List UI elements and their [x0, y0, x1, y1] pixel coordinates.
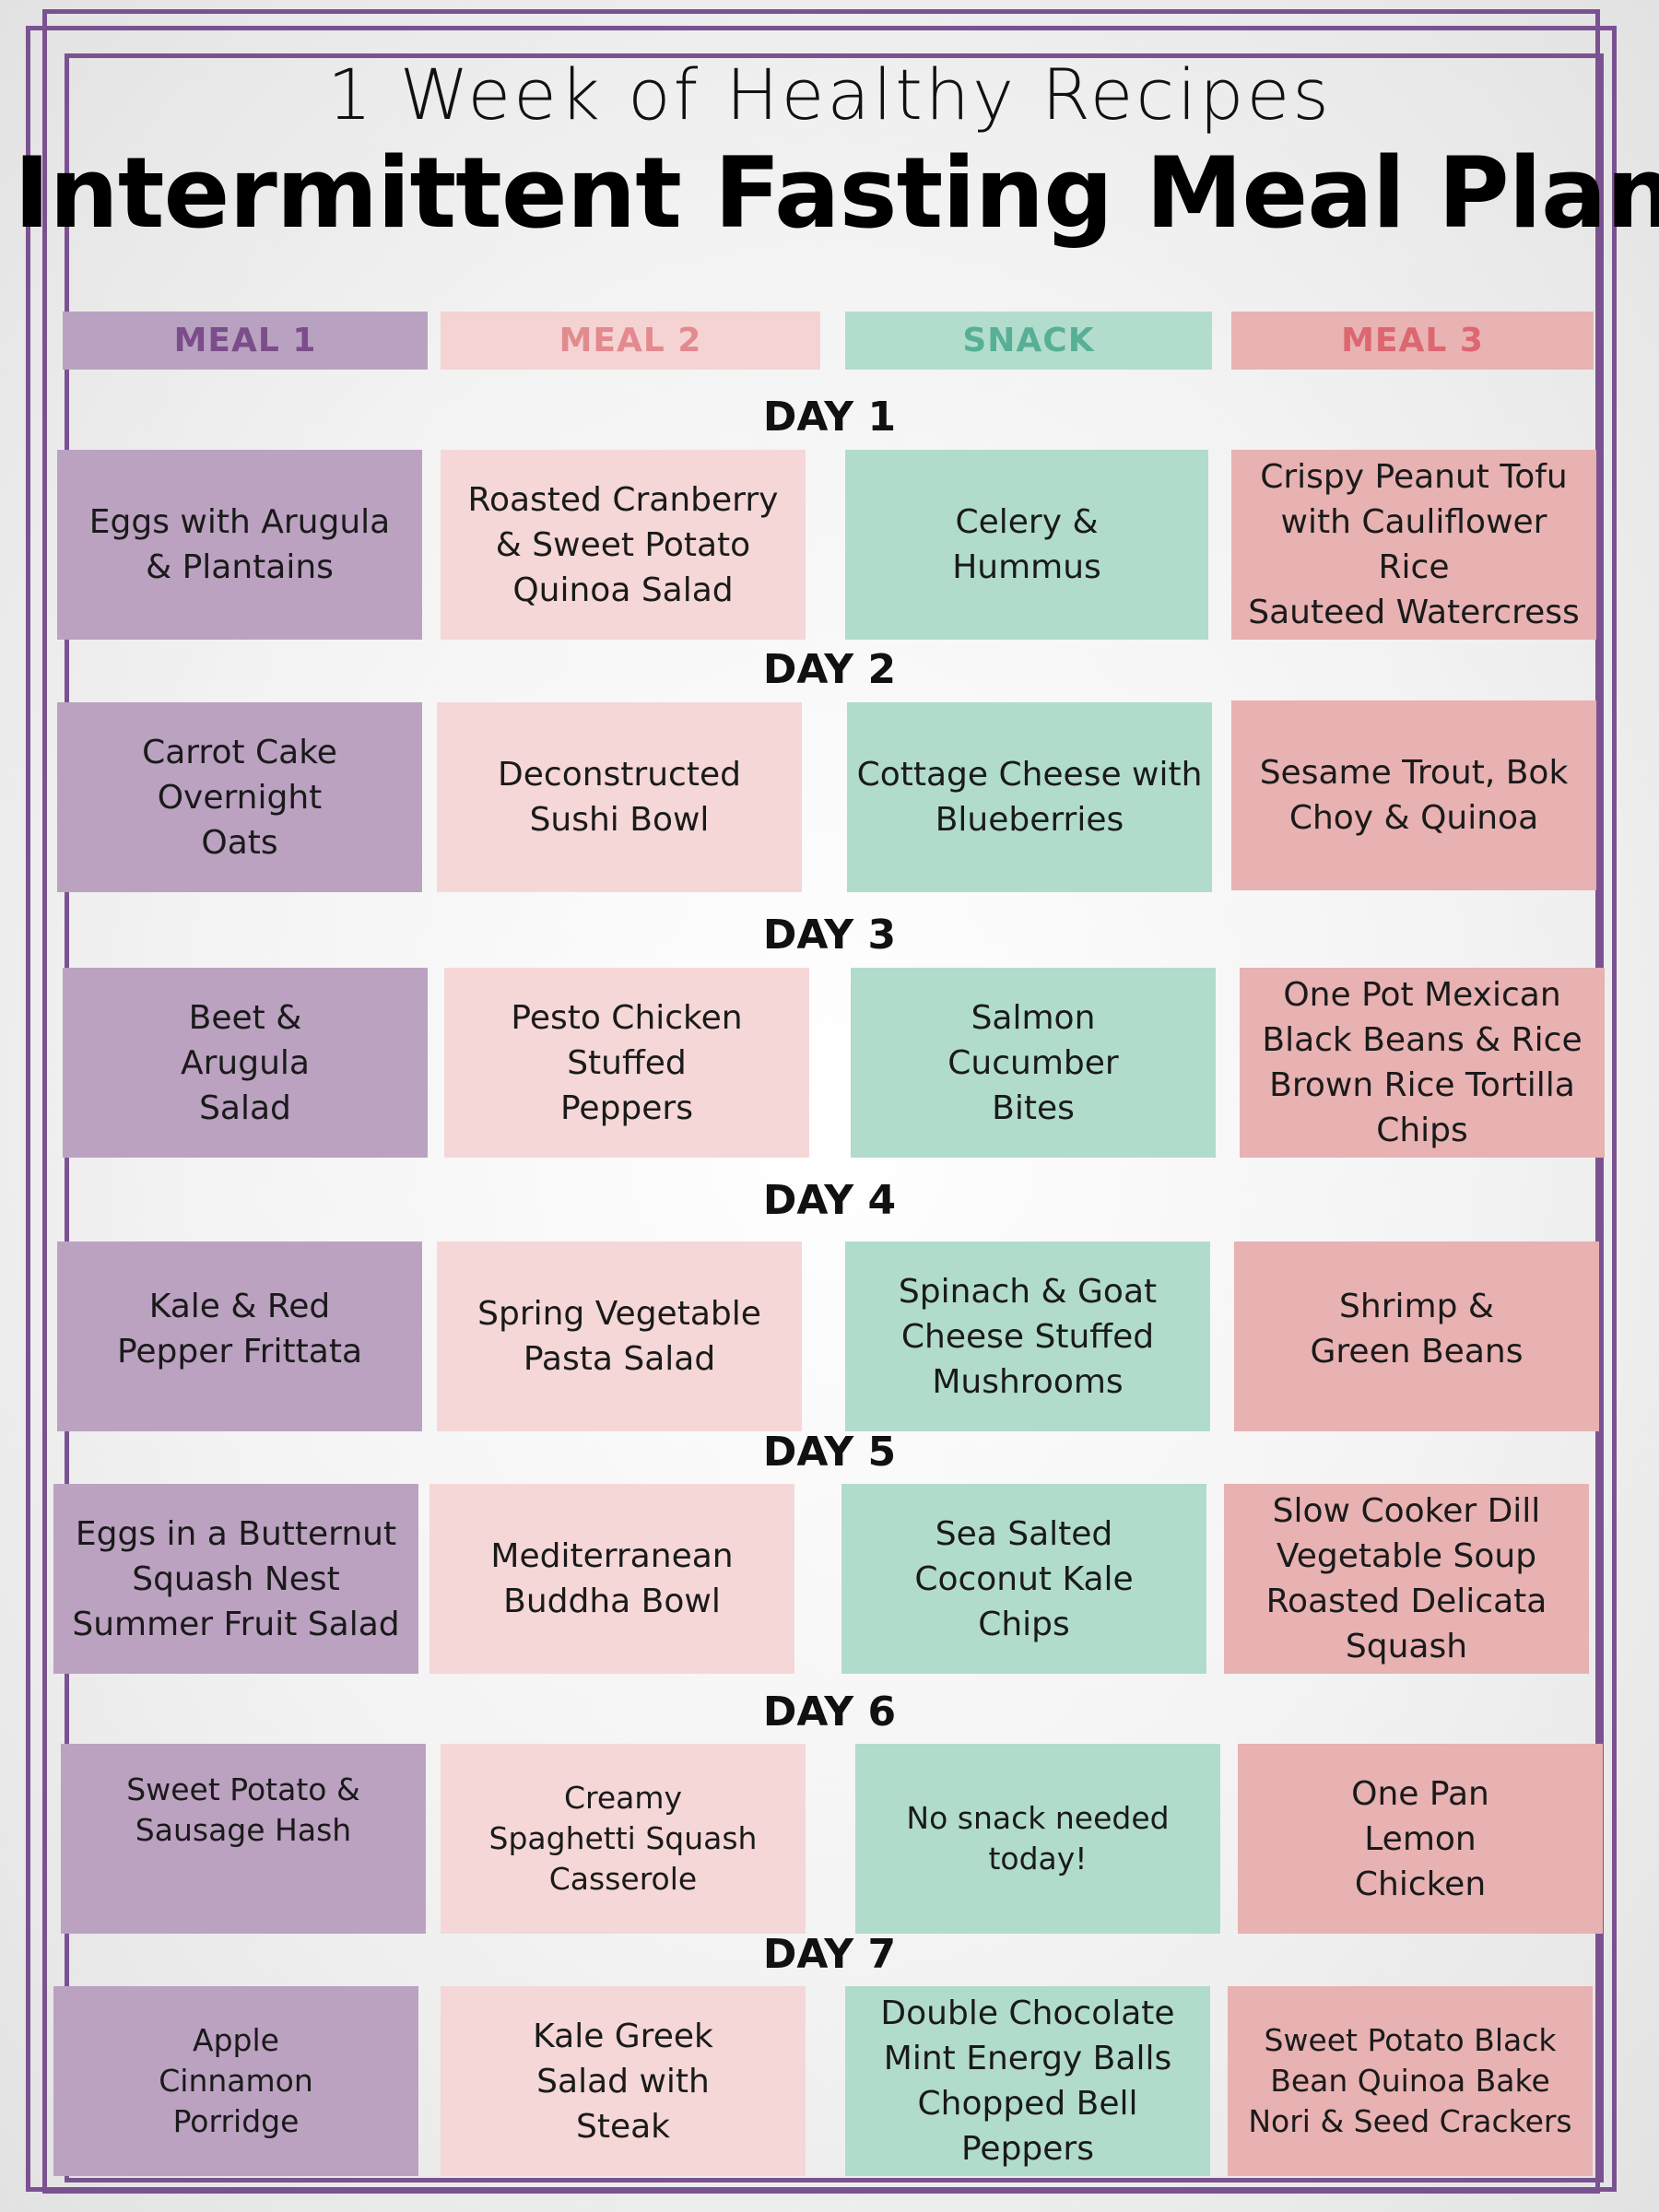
day-3-meal-2: Pesto Chicken Stuffed Peppers — [444, 968, 809, 1158]
day-2-meal-1: Carrot Cake Overnight Oats — [57, 702, 422, 892]
day-3-meal-1: Beet & Arugula Salad — [63, 968, 428, 1158]
day-1-meal-2: Roasted Cranberry & Sweet Potato Quinoa … — [441, 450, 806, 640]
day-4-snack: Spinach & Goat Cheese Stuffed Mushrooms — [845, 1241, 1210, 1431]
day-2-meal-2: Deconstructed Sushi Bowl — [437, 702, 802, 892]
day-3-label: DAY 3 — [762, 912, 897, 959]
day-6-snack: No snack needed today! — [855, 1744, 1220, 1934]
day-1-label: DAY 1 — [762, 394, 897, 441]
day-3-snack: Salmon Cucumber Bites — [851, 968, 1216, 1158]
day-4-meal-3: Shrimp & Green Beans — [1234, 1241, 1599, 1431]
column-header-meal-3: MEAL 3 — [1231, 312, 1594, 370]
page-subtitle: 1 Week of Healthy Recipes — [327, 53, 1332, 135]
day-6-meal-2: Creamy Spaghetti Squash Casserole — [441, 1744, 806, 1934]
day-5-snack: Sea Salted Coconut Kale Chips — [841, 1484, 1206, 1674]
day-6-meal-1: Sweet Potato & Sausage Hash — [61, 1744, 426, 1934]
day-1-meal-1: Eggs with Arugula & Plantains — [57, 450, 422, 640]
day-4-meal-2: Spring Vegetable Pasta Salad — [437, 1241, 802, 1431]
day-2-snack: Cottage Cheese with Blueberries — [847, 702, 1212, 892]
day-7-snack: Double Chocolate Mint Energy Balls Chopp… — [845, 1986, 1210, 2176]
day-2-label: DAY 2 — [762, 646, 897, 693]
day-5-label: DAY 5 — [762, 1429, 897, 1476]
day-5-meal-3: Slow Cooker Dill Vegetable Soup Roasted … — [1224, 1484, 1589, 1674]
day-5-meal-1: Eggs in a Butternut Squash Nest Summer F… — [53, 1484, 418, 1674]
day-6-meal-3: One Pan Lemon Chicken — [1238, 1744, 1603, 1934]
column-header-meal-1: MEAL 1 — [63, 312, 428, 370]
day-3-meal-3: One Pot Mexican Black Beans & Rice Brown… — [1240, 968, 1605, 1158]
day-1-snack: Celery & Hummus — [845, 450, 1208, 640]
page-title: Intermittent Fasting Meal Plan — [13, 136, 1659, 250]
day-7-meal-1: Apple Cinnamon Porridge — [53, 1986, 418, 2176]
day-7-meal-2: Kale Greek Salad with Steak — [441, 1986, 806, 2176]
column-header-snack: SNACK — [845, 312, 1212, 370]
day-5-meal-2: Mediterranean Buddha Bowl — [429, 1484, 794, 1674]
day-2-meal-3: Sesame Trout, Bok Choy & Quinoa — [1231, 700, 1596, 890]
column-header-meal-2: MEAL 2 — [441, 312, 820, 370]
day-4-label: DAY 4 — [762, 1177, 897, 1224]
day-6-label: DAY 6 — [762, 1688, 897, 1735]
day-7-label: DAY 7 — [762, 1931, 897, 1978]
day-7-meal-3: Sweet Potato Black Bean Quinoa Bake Nori… — [1228, 1986, 1593, 2176]
day-1-meal-3: Crispy Peanut Tofu with Cauliflower Rice… — [1231, 450, 1596, 640]
day-4-meal-1: Kale & Red Pepper Frittata — [57, 1241, 422, 1431]
